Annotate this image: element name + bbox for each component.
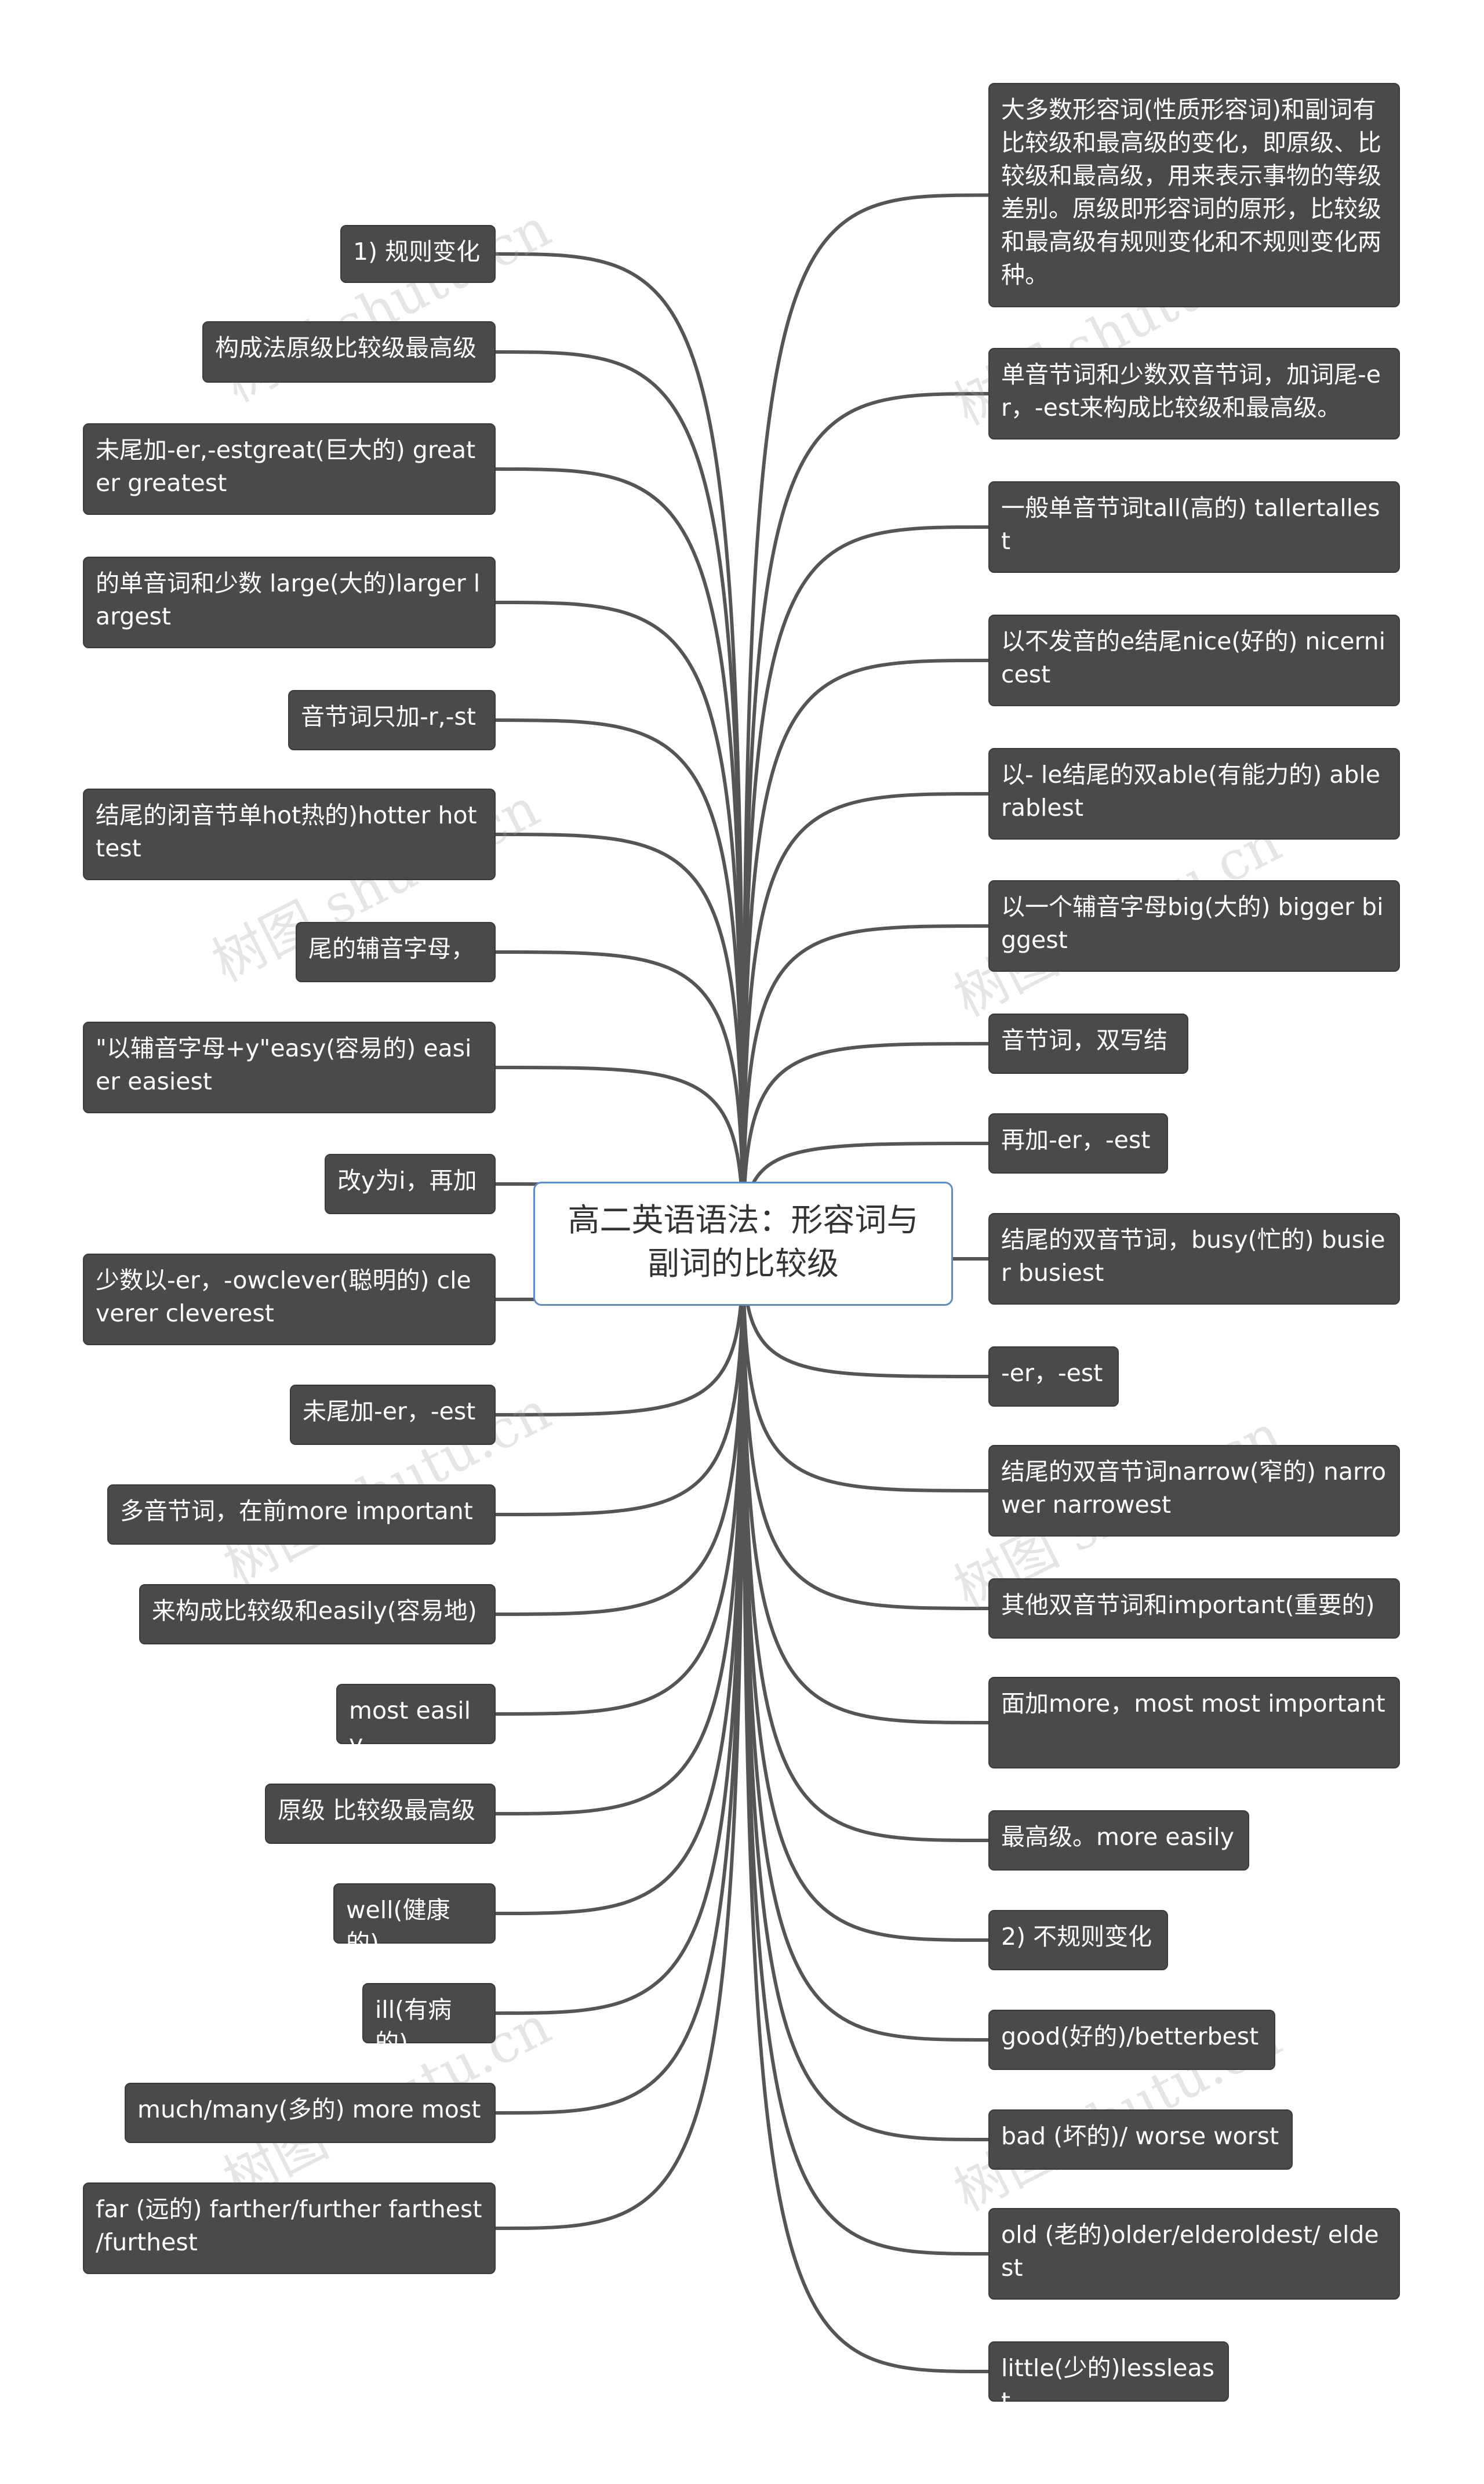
left-branch-node[interactable]: 的单音词和少数 large(大的)larger largest xyxy=(83,557,496,648)
root-topic[interactable]: 高二英语语法：形容词与副词的比较级 xyxy=(533,1182,953,1306)
right-branch-node[interactable]: -er，-est xyxy=(988,1346,1119,1407)
right-branch-node[interactable]: 以不发音的e结尾nice(好的) nicernicest xyxy=(988,615,1400,706)
right-branch-node[interactable]: 2) 不规则变化 xyxy=(988,1910,1168,1970)
connector-line xyxy=(741,193,989,1244)
left-branch-node[interactable]: 多音节词，在前more important xyxy=(107,1484,496,1545)
connector-line xyxy=(741,1243,989,1724)
right-branch-node[interactable]: 再加-er，-est xyxy=(988,1113,1168,1174)
right-branch-node[interactable]: good(好的)/betterbest xyxy=(988,2010,1275,2070)
right-branch-node[interactable]: 其他双音节词和important(重要的) xyxy=(988,1578,1400,1639)
left-branch-node[interactable]: 原级 比较级最高级 xyxy=(265,1784,496,1844)
right-branch-node[interactable]: 面加more，most most important xyxy=(988,1677,1400,1768)
connector-line xyxy=(495,1243,745,2115)
left-branch-node[interactable]: 1) 规则变化 xyxy=(340,225,496,283)
right-branch-node[interactable]: 以- le结尾的双able(有能力的) ablerablest xyxy=(988,748,1400,840)
connector-line xyxy=(741,1243,989,1942)
left-branch-node[interactable]: far (远的) farther/further farthest /furth… xyxy=(83,2182,496,2274)
left-branch-node[interactable]: 改y为i，再加 xyxy=(325,1154,496,1214)
connector-line xyxy=(741,1042,989,1244)
left-branch-node[interactable]: 音节词只加-r,-st xyxy=(288,690,496,750)
right-branch-node[interactable]: 大多数形容词(性质形容词)和副词有比较级和最高级的变化，即原级、比较级和最高级，… xyxy=(988,83,1400,307)
connector-line xyxy=(495,833,745,1244)
connector-line xyxy=(741,1243,989,2042)
right-branch-node[interactable]: 结尾的双音节词narrow(窄的) narrower narrowest xyxy=(988,1445,1400,1537)
left-branch-node[interactable]: 来构成比较级和easily(容易地) xyxy=(139,1584,496,1644)
right-branch-node[interactable]: little(少的)lessleast xyxy=(988,2341,1229,2415)
left-branch-node[interactable]: 构成法原级比较级最高级 xyxy=(202,321,496,383)
right-branch-node[interactable]: 结尾的双音节词，busy(忙的) busier busiest xyxy=(988,1213,1400,1305)
connector-line xyxy=(495,950,745,1244)
connector-line xyxy=(741,392,989,1244)
left-branch-node[interactable]: well(健康的) xyxy=(333,1883,496,1957)
left-branch-node[interactable]: most easily xyxy=(336,1684,496,1757)
connector-line xyxy=(495,1243,745,1716)
right-branch-node[interactable]: 最高级。more easily xyxy=(988,1810,1249,1871)
right-branch-node[interactable]: 音节词，双写结 xyxy=(988,1014,1188,1074)
left-branch-node[interactable]: "以辅音字母+y"easy(容易的) easier easiest xyxy=(83,1022,496,1113)
left-branch-node[interactable]: ill(有病的) xyxy=(362,1983,496,2057)
right-branch-node[interactable]: old (老的)older/elderoldest/ eldest xyxy=(988,2208,1400,2300)
connector-line xyxy=(741,1243,989,2373)
left-branch-node[interactable]: 尾的辅音字母， xyxy=(296,922,496,982)
left-branch-node[interactable]: 少数以-er，-owclever(聪明的) cleverer cleverest xyxy=(83,1254,496,1345)
connector-line xyxy=(495,1066,745,1244)
left-branch-node[interactable]: 未尾加-er，-est xyxy=(290,1385,496,1445)
right-branch-node[interactable]: 以一个辅音字母big(大的) bigger biggest xyxy=(988,880,1400,972)
connector-line xyxy=(741,525,989,1244)
connector-line xyxy=(495,718,745,1244)
connector-line xyxy=(741,1243,989,1842)
connector-line xyxy=(495,1243,745,2015)
right-branch-node[interactable]: 单音节词和少数双音节词，加词尾-er，-est来构成比较级和最高级。 xyxy=(988,348,1400,440)
right-branch-node[interactable]: 一般单音节词tall(高的) tallertallest xyxy=(988,481,1400,573)
connector-line xyxy=(495,1243,745,1815)
connector-line xyxy=(495,1243,745,2230)
left-branch-node[interactable]: 未尾加-er,-estgreat(巨大的) greater greatest xyxy=(83,423,496,515)
left-branch-node[interactable]: 结尾的闭音节单hot热的)hotter hottest xyxy=(83,789,496,880)
connector-line xyxy=(741,924,989,1244)
connector-line xyxy=(741,659,989,1244)
connector-line xyxy=(495,467,745,1244)
connector-line xyxy=(495,601,745,1244)
left-branch-node[interactable]: much/many(多的) more most xyxy=(125,2083,496,2143)
connector-line xyxy=(741,792,989,1244)
right-branch-node[interactable]: bad (坏的)/ worse worst xyxy=(988,2109,1293,2170)
